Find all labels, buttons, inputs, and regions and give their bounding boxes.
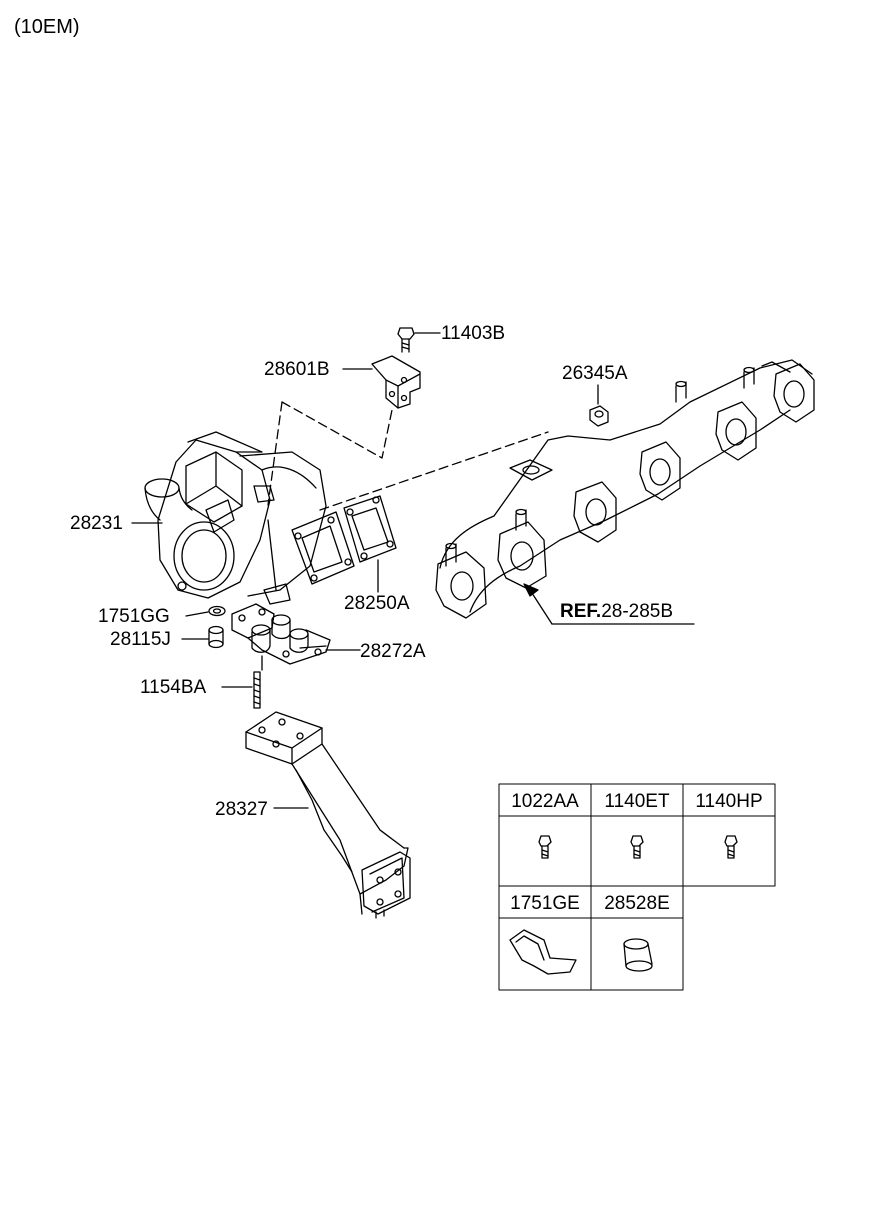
leader-1751gg	[185, 611, 209, 617]
ref-code: 28-285B	[601, 601, 674, 622]
ref-prefix: REF.	[560, 601, 602, 622]
label-28327: 28327	[215, 799, 268, 820]
table-header-1140et: 1140ET	[604, 791, 670, 812]
bolt-11403b-shape	[397, 327, 415, 353]
heat-shield-icon-1751ge	[509, 929, 577, 975]
parts-table-grid	[498, 783, 776, 991]
table-header-1140hp: 1140HP	[695, 791, 763, 812]
label-26345a: 26345A	[562, 363, 628, 384]
bracket-28601b-shape	[371, 355, 421, 409]
stud-1154ba-shape	[253, 671, 261, 709]
label-28601b: 28601B	[264, 359, 330, 380]
ref-arrowhead	[523, 583, 539, 597]
gasket-28250a-shape	[291, 495, 397, 585]
oil-return-28272a-shape	[231, 603, 331, 671]
washer-1751gg-shape	[208, 605, 226, 617]
exhaust-manifold-shape	[435, 359, 815, 619]
bolt-icon-1140et	[630, 835, 644, 859]
label-28231: 28231	[70, 513, 123, 534]
table-header-1751ge: 1751GE	[510, 893, 580, 914]
label-28115j: 28115J	[110, 629, 171, 650]
nut-26345a-shape	[589, 405, 609, 427]
bolt-icon-1140hp	[724, 835, 738, 859]
table-header-1022aa: 1022AA	[511, 791, 579, 812]
support-bracket-28327-shape	[245, 711, 411, 919]
ref-label[interactable]: REF.28-285B	[560, 602, 673, 621]
table-header-28528e: 28528E	[604, 893, 670, 914]
sleeve-icon-28528e	[623, 938, 653, 972]
label-28250a: 28250A	[344, 593, 410, 614]
bolt-icon-1022aa	[538, 835, 552, 859]
label-28272a: 28272A	[360, 641, 426, 662]
leader-ref	[529, 589, 553, 625]
turbocharger-shape	[144, 431, 327, 605]
variant-label: (10EM)	[14, 16, 80, 38]
label-1751gg: 1751GG	[98, 606, 170, 627]
label-1154ba: 1154BA	[140, 677, 207, 698]
union-bolt-28115j-shape	[208, 625, 224, 649]
label-11403b: 11403B	[441, 323, 506, 344]
